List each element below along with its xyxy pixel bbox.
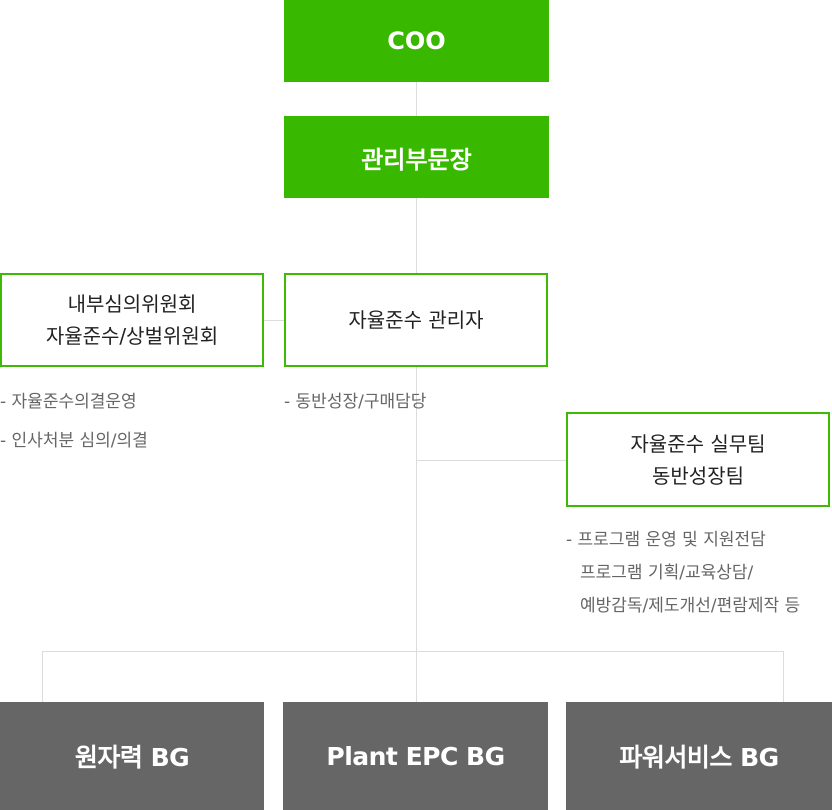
team-note-3: 예방감독/제도개선/편람제작 등 (580, 596, 801, 616)
working-team-line2: 동반성장팀 (652, 463, 744, 488)
committee-line1: 내부심의위원회 (67, 292, 197, 316)
connector-coo-admin (416, 82, 417, 116)
connector-bg-horizontal (42, 651, 784, 652)
connector-working-team (417, 460, 567, 461)
committee-note-1: - 자율준수의결운영 (0, 392, 137, 412)
committee-line2: 자율준수/상벌위원회 (45, 324, 219, 348)
manager-note-1: - 동반성장/구매담당 (284, 392, 427, 412)
working-team-line1: 자율준수 실무팀 (630, 431, 766, 456)
admin-head-label: 관리부문장 (361, 145, 472, 174)
team-note-2: 프로그램 기획/교육상담/ (580, 563, 754, 583)
team-note-1: - 프로그램 운영 및 지원전담 (566, 530, 766, 550)
bg-label-plant-epc: Plant EPC BG (326, 741, 505, 771)
connector-committee (264, 320, 285, 321)
working-team-box: 자율준수 실무팀 동반성장팀 (566, 412, 830, 507)
admin-head-box: 관리부문장 (284, 116, 549, 198)
connector-main-vertical (416, 198, 417, 702)
committee-note-2: - 인사처분 심의/의결 (0, 431, 148, 451)
connector-bg-right (783, 651, 784, 702)
bg-box-nuclear: 원자력 BG (0, 702, 264, 810)
compliance-manager-box: 자율준수 관리자 (284, 273, 548, 367)
bg-label-power-service: 파워서비스 BG (619, 743, 779, 772)
bg-box-plant-epc: Plant EPC BG (283, 702, 548, 810)
bg-label-nuclear: 원자력 BG (74, 743, 190, 772)
coo-box: COO (284, 0, 549, 82)
compliance-manager-label: 자율준수 관리자 (348, 308, 484, 332)
committee-box: 내부심의위원회 자율준수/상벌위원회 (0, 273, 264, 367)
connector-bg-left (42, 651, 43, 702)
bg-box-power-service: 파워서비스 BG (566, 702, 832, 810)
coo-label: COO (387, 27, 446, 55)
